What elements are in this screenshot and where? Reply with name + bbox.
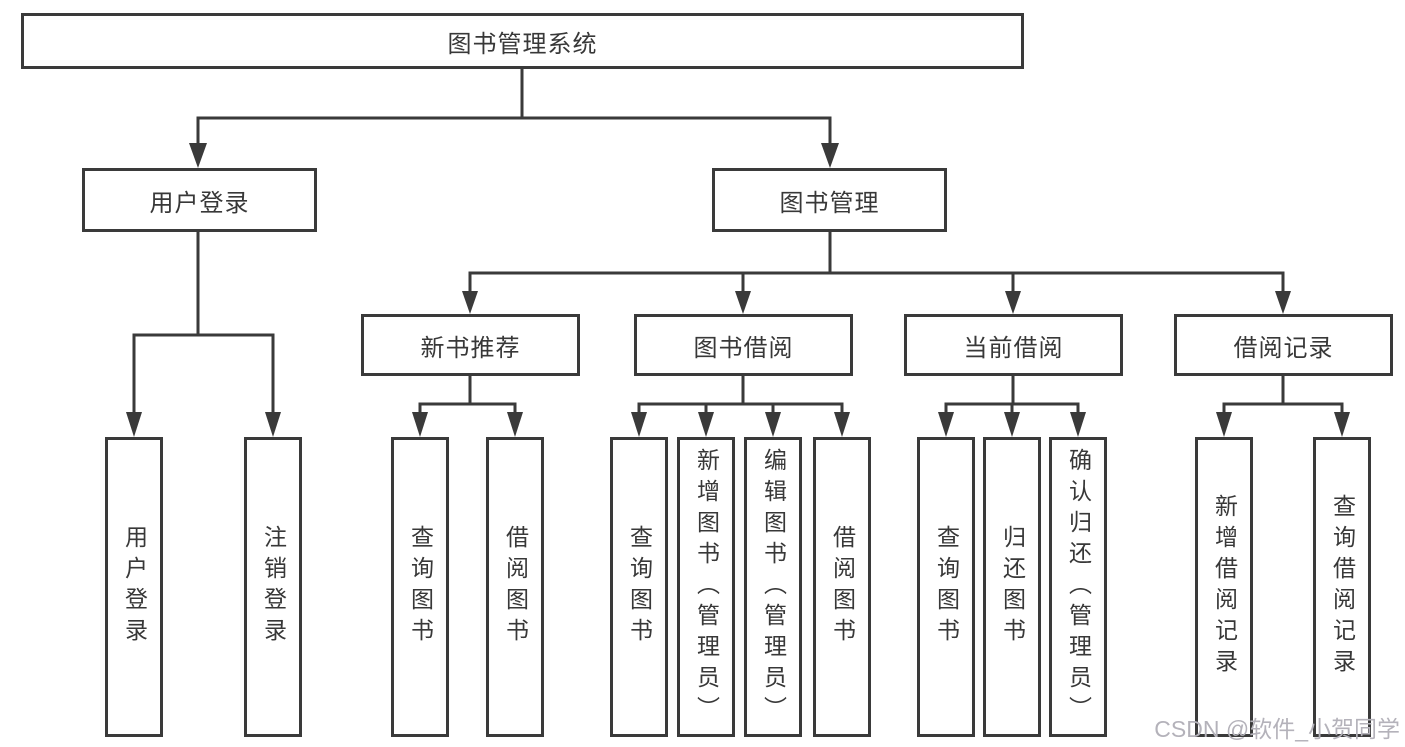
leaf-user-login: 用户登录 [105, 437, 163, 737]
leaf-add-borrow-record: 新增借阅记录 [1195, 437, 1253, 737]
arrowheads [126, 143, 1350, 437]
leaf-query-books-recommend-label: 查询图书 [407, 525, 434, 649]
leaf-edit-book-admin-label: 编辑图书（管理员） [760, 447, 787, 727]
leaf-query-borrow-record: 查询借阅记录 [1313, 437, 1371, 737]
leaf-logout-label: 注销登录 [260, 525, 287, 649]
leaf-confirm-return-admin-label: 确认归还（管理员） [1065, 447, 1092, 727]
leaf-query-borrow-record-label: 查询借阅记录 [1329, 494, 1356, 680]
leaf-add-book-admin: 新增图书（管理员） [677, 437, 735, 737]
leaf-user-login-label: 用户登录 [121, 525, 148, 649]
leaf-add-book-admin-label: 新增图书（管理员） [693, 447, 720, 727]
node-current-borrow: 当前借阅 [904, 314, 1123, 376]
leaf-query-books-borrow-label: 查询图书 [626, 525, 653, 649]
leaf-confirm-return-admin: 确认归还（管理员） [1049, 437, 1107, 737]
node-book-borrow: 图书借阅 [634, 314, 853, 376]
leaf-add-borrow-record-label: 新增借阅记录 [1211, 494, 1238, 680]
leaf-borrow-books-recommend: 借阅图书 [486, 437, 544, 737]
leaf-query-books-current: 查询图书 [917, 437, 975, 737]
node-current-borrow-label: 当前借阅 [963, 334, 1064, 362]
node-new-book-recommend: 新书推荐 [361, 314, 580, 376]
leaf-edit-book-admin: 编辑图书（管理员） [744, 437, 802, 737]
leaf-query-books-borrow: 查询图书 [610, 437, 668, 737]
leaf-query-books-current-label: 查询图书 [933, 525, 960, 649]
node-user-login-label: 用户登录 [149, 189, 250, 217]
node-root-label: 图书管理系统 [447, 30, 598, 58]
leaf-borrow-books-borrow: 借阅图书 [813, 437, 871, 737]
node-borrow-records: 借阅记录 [1174, 314, 1393, 376]
leaf-borrow-books-borrow-label: 借阅图书 [829, 525, 856, 649]
leaf-return-books: 归还图书 [983, 437, 1041, 737]
watermark: CSDN @软件_小贺同学 [1154, 716, 1400, 742]
node-user-login: 用户登录 [82, 168, 317, 232]
leaf-query-books-recommend: 查询图书 [391, 437, 449, 737]
leaf-borrow-books-recommend-label: 借阅图书 [502, 525, 529, 649]
node-borrow-records-label: 借阅记录 [1233, 334, 1334, 362]
node-root: 图书管理系统 [21, 13, 1024, 69]
node-book-management-label: 图书管理 [779, 189, 880, 217]
node-book-borrow-label: 图书借阅 [693, 334, 794, 362]
leaf-return-books-label: 归还图书 [999, 525, 1026, 649]
node-new-book-recommend-label: 新书推荐 [420, 334, 521, 362]
node-book-management: 图书管理 [712, 168, 947, 232]
leaf-logout: 注销登录 [244, 437, 302, 737]
